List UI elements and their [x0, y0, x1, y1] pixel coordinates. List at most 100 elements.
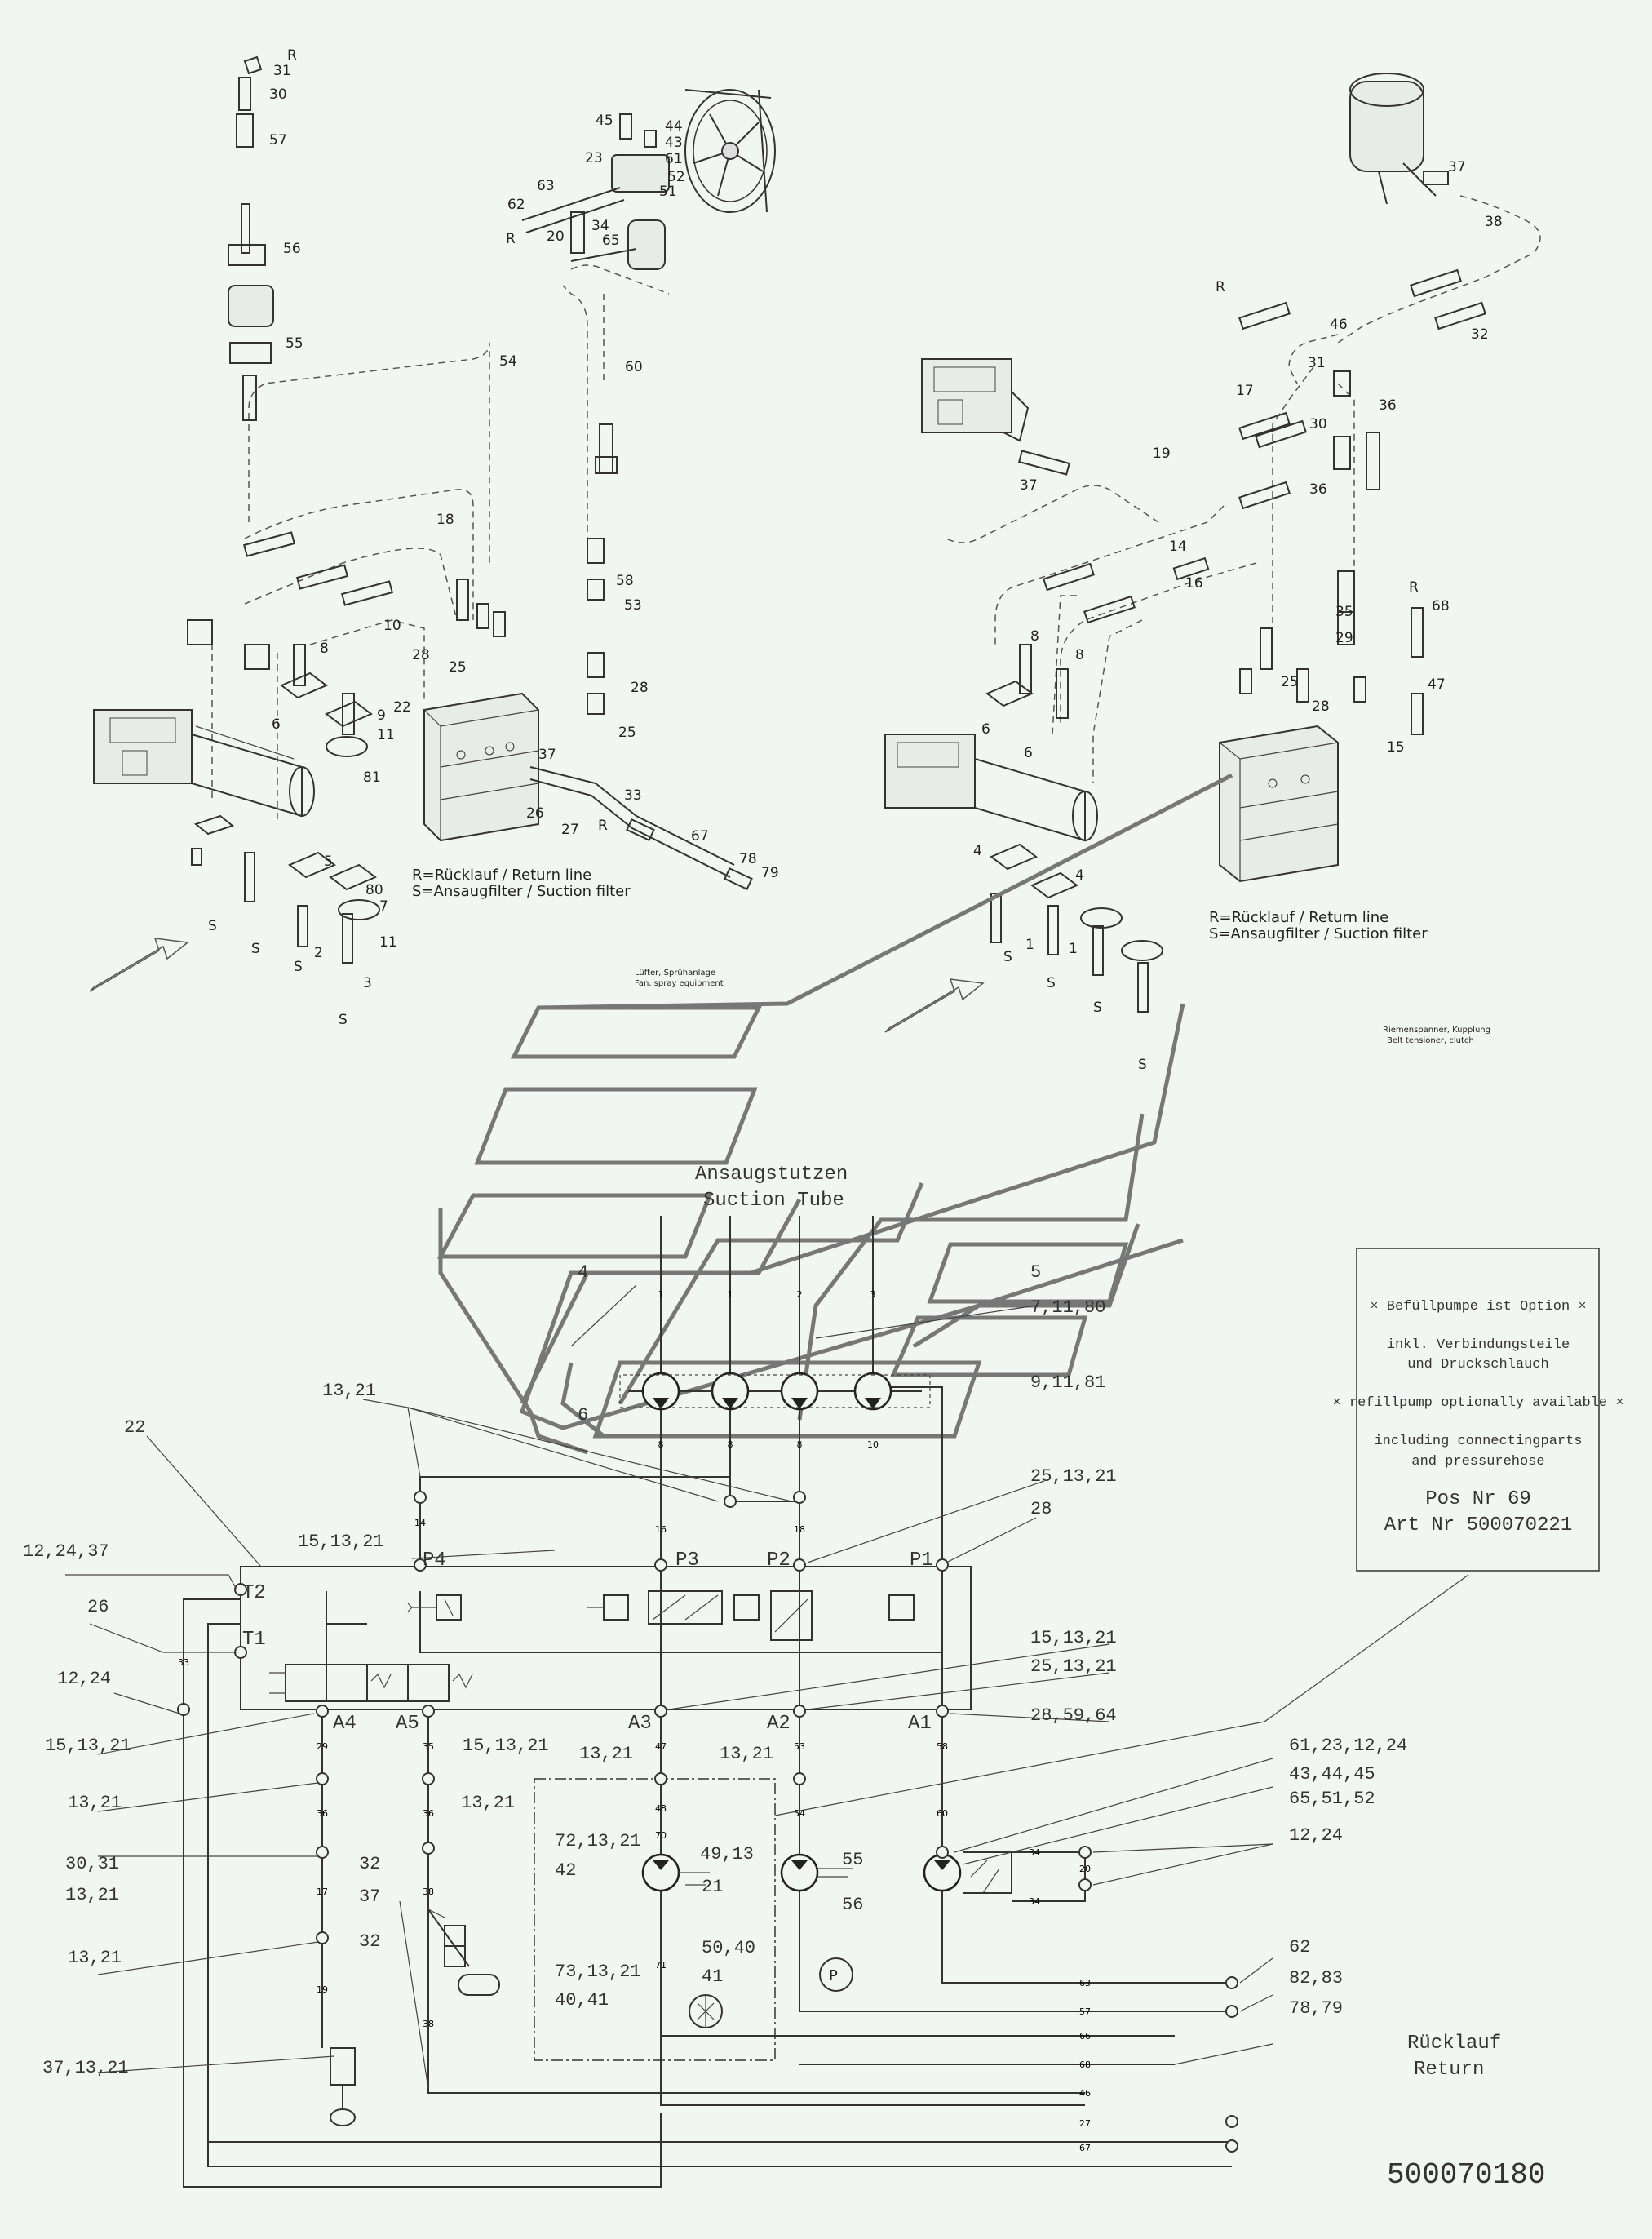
item-number: R — [1409, 579, 1419, 596]
item-label: 43,44,45 — [1289, 1764, 1375, 1785]
item-number: 8 — [1030, 628, 1039, 645]
item-label: 56 — [842, 1895, 863, 1915]
item-number: S — [339, 1012, 348, 1028]
item-label: 15,13,21 — [463, 1736, 549, 1756]
item-label: 6 — [578, 1405, 588, 1425]
note-fan-en: Fan, spray equipment — [635, 979, 724, 988]
note-line-6: and pressurehose — [1411, 1454, 1544, 1470]
cylinder-icon — [330, 2047, 356, 2126]
direction-arrow-right — [884, 978, 985, 1033]
item-label: 21 — [702, 1877, 723, 1897]
item-number: 28 — [412, 647, 430, 663]
item-label: 12,24 — [57, 1669, 111, 1689]
item-label: 15,13,21 — [45, 1736, 131, 1756]
item-number: 33 — [624, 787, 642, 804]
item-number: R — [506, 231, 516, 247]
legend-right-suction: S=Ansaugfilter / Suction filter — [1209, 925, 1428, 942]
hose-tag: 60 — [937, 1808, 948, 1819]
item-number: 68 — [1432, 598, 1450, 614]
fan-icon — [684, 89, 776, 213]
left-assembly — [89, 55, 776, 992]
item-number: 30 — [269, 86, 287, 103]
hose-tag: 63 — [1079, 1978, 1091, 1988]
hose-tag: 68 — [1079, 2059, 1091, 2070]
hose-tag: 57 — [1079, 2006, 1091, 2017]
fittings-58-53 — [587, 423, 618, 715]
item-number: S — [294, 959, 303, 975]
hose-tag: 18 — [794, 1524, 805, 1535]
connecting-bands — [436, 773, 1233, 1455]
hose-pairs-right — [1017, 268, 1486, 735]
legend-left-suction: S=Ansaugfilter / Suction filter — [412, 883, 631, 900]
hose-tag: 35 — [423, 1741, 434, 1752]
port-a4: A4 — [333, 1713, 357, 1735]
hose-tag: 14 — [414, 1518, 426, 1528]
item-number: 10 — [383, 618, 401, 634]
hose-tag: 29 — [317, 1741, 328, 1752]
port-a2: A2 — [767, 1713, 791, 1735]
item-number: S — [1003, 949, 1012, 965]
item-number: 8 — [320, 641, 329, 657]
assembly-labels: R 31 30 57 56 55 54 60 45 44 43 23 61 52… — [208, 47, 1503, 1073]
suction-tube-en: Suction Tube — [703, 1190, 844, 1212]
item-number: 11 — [377, 727, 395, 743]
item-label: 25,13,21 — [1030, 1466, 1117, 1487]
item-number: 17 — [1236, 383, 1254, 399]
item-label: 82,83 — [1289, 1968, 1343, 1988]
item-number: 55 — [286, 335, 303, 352]
item-label: 49,13 — [700, 1844, 754, 1864]
motor-56 — [228, 244, 274, 421]
item-label: 13,21 — [68, 1948, 122, 1968]
item-number: 8 — [1075, 647, 1084, 663]
item-number: 58 — [616, 573, 634, 589]
refill-pump-icon — [641, 1853, 680, 1892]
item-number: 7 — [379, 898, 388, 915]
clutch-motor — [1349, 73, 1449, 205]
item-label: 13,21 — [720, 1744, 773, 1764]
item-number: 34 — [591, 218, 609, 234]
hose-tag: 54 — [794, 1808, 805, 1819]
port-p4: P4 — [423, 1550, 446, 1572]
item-label: 7,11,80 — [1030, 1297, 1105, 1318]
hose-tag: 20 — [1079, 1864, 1091, 1874]
hose-67 — [529, 766, 753, 891]
item-label: 32 — [359, 1854, 380, 1874]
right-assembly — [884, 73, 1541, 1033]
cylinder-icon — [444, 1925, 500, 1996]
item-number: R — [287, 47, 297, 64]
item-number: 47 — [1428, 676, 1446, 693]
item-label: 73,13,21 — [555, 1962, 641, 1982]
item-number: 60 — [625, 359, 643, 375]
item-number: 78 — [739, 851, 757, 867]
item-number: 53 — [624, 597, 642, 614]
hose-tags: 1 1 2 3 8 8 8 10 14 16 18 33 29 36 17 19… — [178, 1289, 1091, 2153]
item-label: 41 — [702, 1966, 723, 1987]
item-label: 30,31 — [65, 1854, 119, 1874]
item-label: 28,59,64 — [1030, 1705, 1117, 1726]
item-number: 9 — [377, 707, 386, 724]
item-number: 28 — [631, 680, 649, 696]
hose-tag: 38 — [423, 2019, 434, 2029]
hose-tag: 16 — [655, 1524, 667, 1535]
item-number: 23 — [585, 150, 603, 166]
item-number: 1 — [1069, 941, 1078, 957]
note-line-7: Pos Nr 69 — [1425, 1488, 1531, 1510]
control-valve-block-left — [423, 692, 539, 842]
item-label: 15,13,21 — [298, 1532, 384, 1552]
item-number: S — [1047, 975, 1056, 991]
item-label: 78,79 — [1289, 1998, 1343, 2019]
item-number: 5 — [324, 853, 333, 870]
hose-tag: 1 — [728, 1289, 733, 1300]
note-box — [1356, 1248, 1600, 1572]
item-number: 38 — [1485, 214, 1503, 230]
item-number: 15 — [1387, 739, 1405, 756]
hose-tag: 38 — [423, 1887, 434, 1897]
motor-icon — [780, 1853, 819, 1892]
item-number: R — [598, 818, 608, 834]
valve-manifold — [240, 1566, 972, 1710]
hose-tag: 46 — [1079, 2088, 1091, 2099]
item-number: 16 — [1185, 575, 1203, 592]
engine-left — [93, 709, 315, 818]
item-number: 19 — [1153, 446, 1171, 462]
